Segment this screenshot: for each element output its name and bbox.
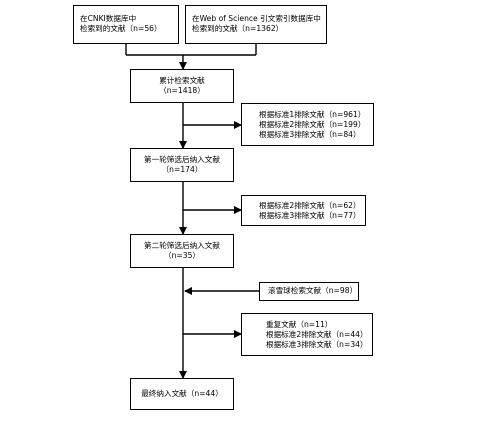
box-line: 根据标准2排除文献（n=44） xyxy=(266,330,368,339)
box-line: 累计检索文献 xyxy=(159,76,205,85)
box-line: （n=35） xyxy=(163,251,201,260)
box-line: 重复文献（n=11） xyxy=(266,320,333,329)
box-round2-included: 第二轮筛选后纳入文献 （n=35） xyxy=(130,234,234,268)
box-line: 根据标准2排除文献（n=62） xyxy=(259,201,361,210)
box-line: （n=1418） xyxy=(159,86,205,95)
box-line: 检索到的文献（n=1362） xyxy=(192,24,284,33)
box-line: 根据标准1排除文献（n=961） xyxy=(259,110,366,119)
box-wos-search: 在Web of Science 引文索引数据库中 检索到的文献（n=1362） xyxy=(185,5,327,44)
box-line: 滚雪球检索文献（n=98） xyxy=(268,286,358,295)
box-line: （n=174） xyxy=(161,165,203,174)
box-snowball-search: 滚雪球检索文献（n=98） xyxy=(259,282,359,301)
box-exclusion-round1: 根据标准1排除文献（n=961） 根据标准2排除文献（n=199） 根据标准3排… xyxy=(241,103,374,146)
box-round1-included: 第一轮筛选后纳入文献 （n=174） xyxy=(130,148,234,182)
box-exclusion-round2: 根据标准2排除文献（n=62） 根据标准3排除文献（n=77） xyxy=(241,195,366,226)
box-line: 根据标准3排除文献（n=34） xyxy=(266,340,368,349)
box-cnki-search: 在CNKI数据库中 检索到的文献（n=56） xyxy=(73,5,179,44)
box-line: 检索到的文献（n=56） xyxy=(80,24,162,33)
box-total-records: 累计检索文献 （n=1418） xyxy=(130,69,234,103)
box-line: 最终纳入文献（n=44） xyxy=(141,389,223,398)
box-line: 根据标准3排除文献（n=84） xyxy=(259,130,361,139)
box-line: 第二轮筛选后纳入文献 xyxy=(144,241,220,250)
box-line: 在CNKI数据库中 xyxy=(80,14,137,23)
box-line: 第一轮筛选后纳入文献 xyxy=(144,155,220,164)
box-exclusion-round3: 重复文献（n=11） 根据标准2排除文献（n=44） 根据标准3排除文献（n=3… xyxy=(241,313,373,356)
box-final-included: 最终纳入文献（n=44） xyxy=(130,378,234,410)
box-line: 根据标准3排除文献（n=77） xyxy=(259,211,361,220)
box-line: 根据标准2排除文献（n=199） xyxy=(259,120,366,129)
box-line: 在Web of Science 引文索引数据库中 xyxy=(192,14,321,23)
